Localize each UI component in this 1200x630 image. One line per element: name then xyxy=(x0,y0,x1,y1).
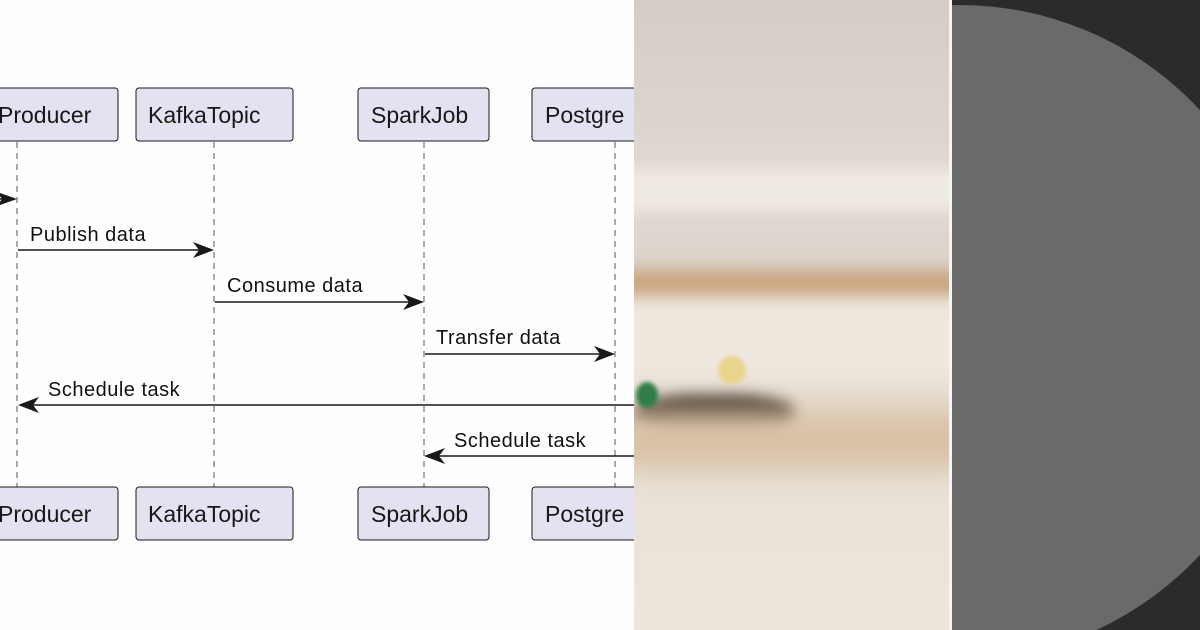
participant-label: KafkaTopic xyxy=(148,501,261,527)
participant-sparkjob-bottom: SparkJob xyxy=(357,486,490,541)
participant-label: Producer xyxy=(0,102,92,128)
participant-kafkatopic-bottom: KafkaTopic xyxy=(135,486,294,541)
participant-label: SparkJob xyxy=(371,102,468,128)
yellow-pin-icon xyxy=(718,356,746,384)
message-publish-data: Publish data xyxy=(18,224,214,258)
message-incoming-producer xyxy=(0,193,17,205)
map-pins-photo xyxy=(634,0,949,630)
gray-circle-shape xyxy=(952,5,1200,630)
participant-label: KafkaTopic xyxy=(148,102,261,128)
participant-label: Postgre xyxy=(545,102,624,128)
message-label: Transfer data xyxy=(436,327,561,349)
panel-divider xyxy=(949,0,952,630)
message-transfer-data: Transfer data xyxy=(425,327,615,362)
message-label: Schedule task xyxy=(454,430,587,452)
participant-postgre-top: Postgre xyxy=(531,87,634,142)
green-pin-icon xyxy=(636,382,658,408)
sequence-diagram-canvas: Producer KafkaTopic SparkJob Postgre Pub… xyxy=(0,87,634,541)
message-schedule-task-producer: Schedule task xyxy=(18,379,634,413)
photo-blur-band xyxy=(634,270,949,300)
participant-producer-bottom: Producer xyxy=(0,486,119,541)
participant-kafkatopic-top: KafkaTopic xyxy=(135,87,294,142)
participant-label: Producer xyxy=(0,501,92,527)
participant-label: Postgre xyxy=(545,501,624,527)
photo-blur-band xyxy=(634,170,949,210)
message-consume-data: Consume data xyxy=(215,275,424,310)
message-schedule-task-sparkjob: Schedule task xyxy=(424,430,634,464)
message-label: Schedule task xyxy=(48,379,181,401)
participant-sparkjob-top: SparkJob xyxy=(357,87,490,142)
dark-panel xyxy=(952,0,1200,630)
photo-blur-band xyxy=(634,410,949,470)
photo-blur-band xyxy=(634,300,949,380)
participant-postgre-bottom: Postgre xyxy=(531,486,634,541)
participant-producer-top: Producer xyxy=(0,87,119,142)
participant-label: SparkJob xyxy=(371,501,468,527)
sequence-diagram: Producer KafkaTopic SparkJob Postgre Pub… xyxy=(0,87,634,541)
message-label: Publish data xyxy=(30,224,146,246)
message-label: Consume data xyxy=(227,275,363,297)
